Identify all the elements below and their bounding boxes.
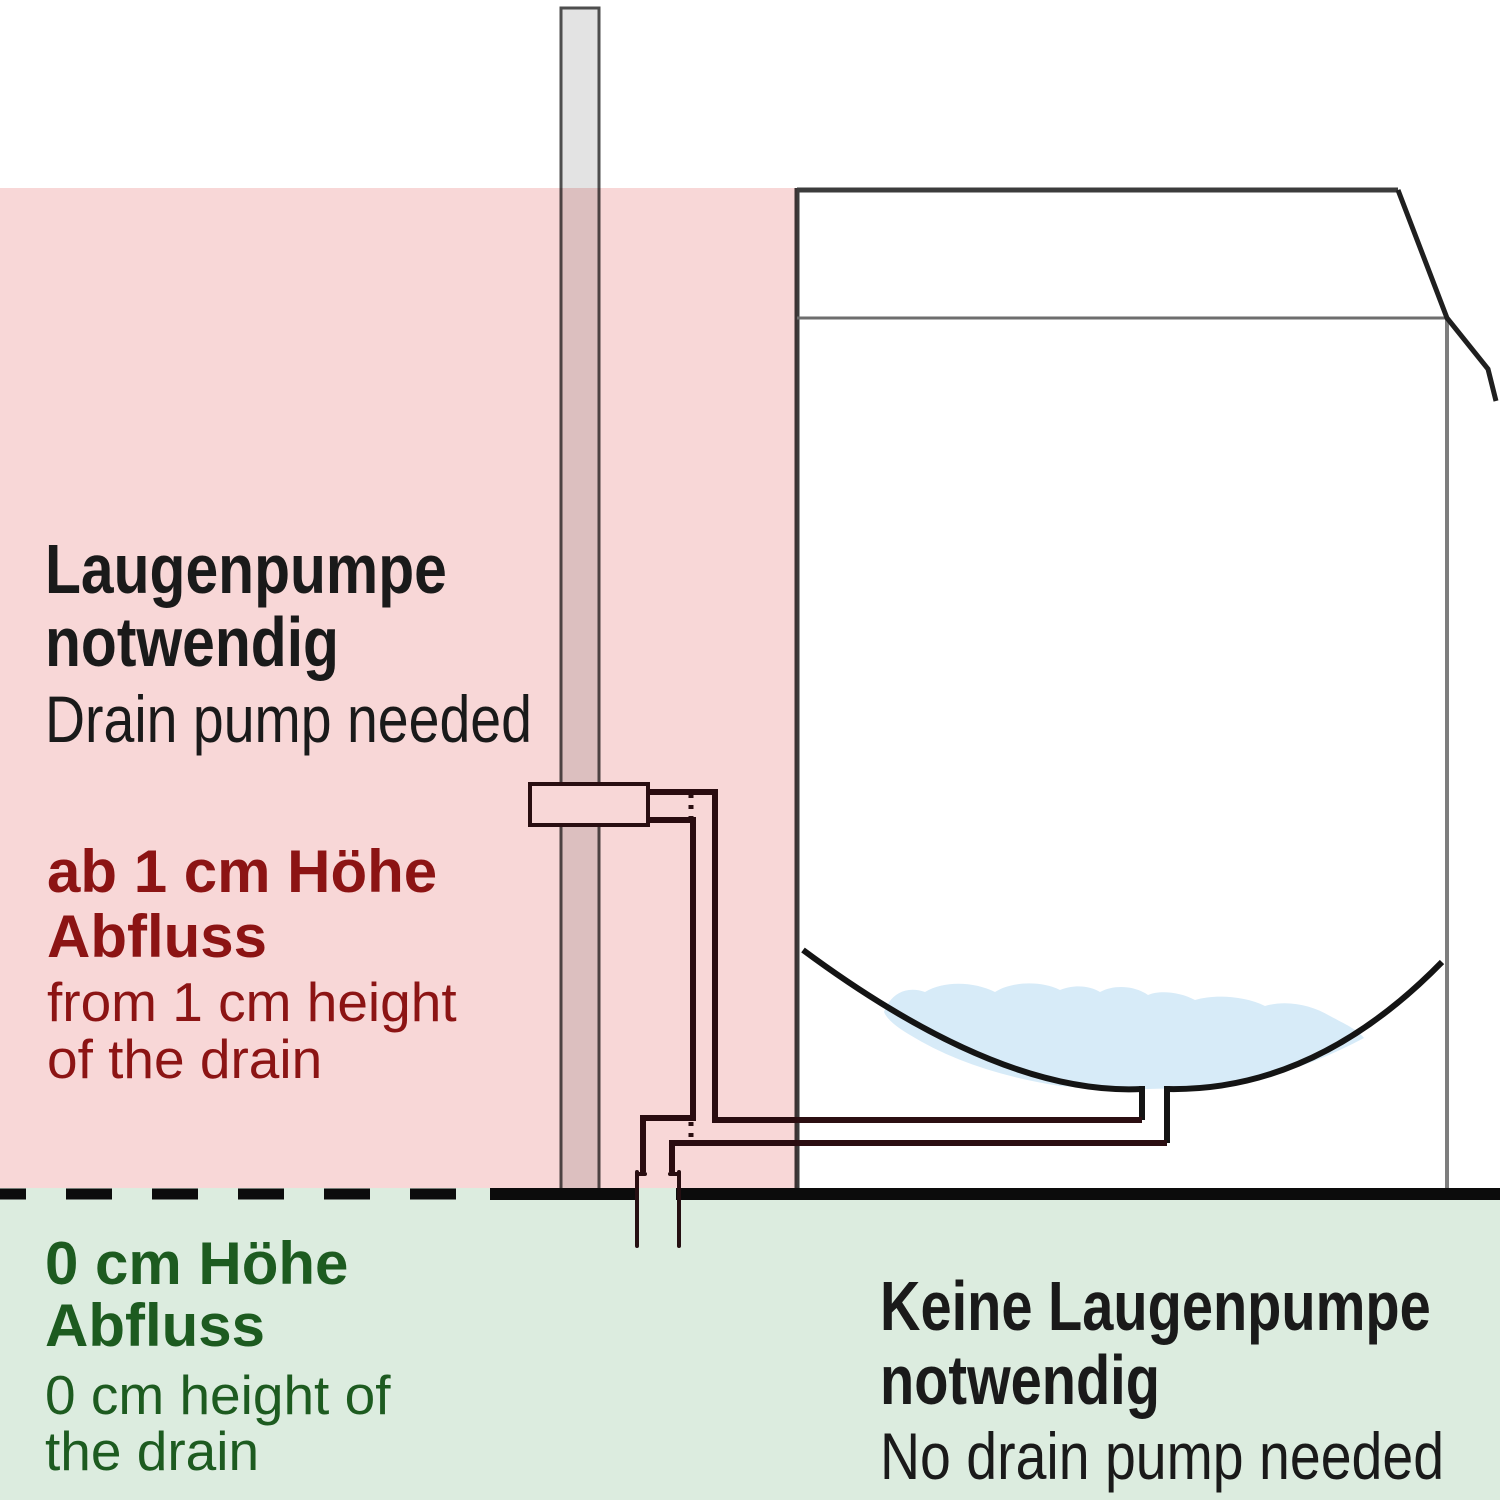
no-pump-height-sub1: 0 cm height of	[45, 1364, 391, 1426]
pump-height-sub1: from 1 cm height	[47, 971, 457, 1033]
machine-corner-diagonal	[1395, 189, 1499, 402]
tub-water	[884, 983, 1364, 1090]
no-pump-subtitle: No drain pump needed	[880, 1419, 1445, 1493]
no-pump-height-line1: 0 cm Höhe	[45, 1230, 349, 1297]
pump-height-line1: ab 1 cm Höhe	[47, 838, 438, 905]
no-pump-title-line2: notwendig	[880, 1341, 1160, 1419]
pump-height-line2: Abfluss	[47, 903, 268, 970]
no-pump-height-sub2: the drain	[45, 1420, 260, 1482]
pump-needed-title-line1: Laugenpumpe	[45, 530, 447, 608]
no-pump-zone	[0, 1188, 1500, 1500]
pump-needed-title-line2: notwendig	[45, 603, 339, 681]
no-pump-height-line2: Abfluss	[45, 1292, 266, 1359]
pump-needed-zone	[0, 188, 797, 1188]
pump-needed-subtitle: Drain pump needed	[45, 682, 532, 756]
no-pump-title-line1: Keine Laugenpumpe	[880, 1267, 1431, 1345]
tub-curve-left	[801, 947, 1143, 1093]
pump-height-sub2: of the drain	[47, 1028, 323, 1090]
tub-curve-right	[1166, 959, 1445, 1093]
